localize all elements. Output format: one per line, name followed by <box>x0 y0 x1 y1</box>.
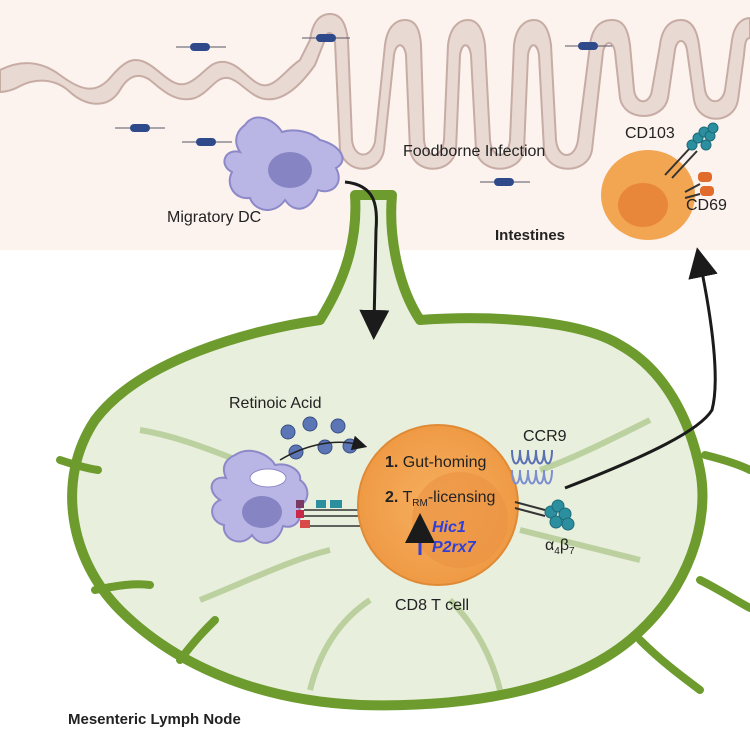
retinoic-acid-label: Retinoic Acid <box>229 395 322 412</box>
dc-migration-arrow <box>344 180 390 340</box>
alpha-symbol: α <box>545 537 555 554</box>
ccr9-label: CCR9 <box>523 428 567 445</box>
migratory-dc-cell <box>223 116 344 211</box>
cd8-t-cell-label: CD8 T cell <box>395 597 470 614</box>
bacterium <box>115 124 165 132</box>
bacterium <box>302 34 350 42</box>
ccr9-receptor <box>511 449 553 485</box>
step-1-text: Gut-homing <box>402 454 487 471</box>
step-1-number: 1. <box>385 454 399 471</box>
cd69-label: CD69 <box>686 197 727 214</box>
step-2-t: T <box>402 489 413 506</box>
mesenteric-lymph-node-label: Mesenteric Lymph Node <box>68 711 241 728</box>
lymph-node-dc-cell <box>210 449 309 544</box>
cd103-receptor <box>664 122 719 179</box>
gene-p2rx7: P2rx7 <box>432 539 476 556</box>
a4b7-integrin <box>514 499 575 531</box>
step-2-sub: RM <box>412 498 428 510</box>
step-2-label: 2. TRM-licensing <box>385 490 495 509</box>
beta-sub: 7 <box>569 546 575 558</box>
bacteria-group <box>115 34 612 186</box>
bacterium <box>480 178 530 186</box>
alpha-sub: 4 <box>554 546 560 558</box>
cd103-label: CD103 <box>625 125 675 142</box>
beta-symbol: β <box>559 537 570 554</box>
migratory-dc-label: Migratory DC <box>167 209 262 226</box>
step-2-number: 2. <box>385 489 399 506</box>
cd8-t-cell <box>357 424 519 586</box>
retinoic-acid-arrow <box>279 435 368 461</box>
cd69-receptor <box>684 172 714 199</box>
gut-trm-cell <box>601 150 695 240</box>
afferent-vessels <box>56 451 750 694</box>
step-1-label: 1. Gut-homing <box>385 455 486 471</box>
foodborne-infection-label: Foodborne Infection <box>403 143 546 160</box>
step-2-rest: -licensing <box>427 489 496 506</box>
bacterium <box>182 138 232 146</box>
intestines-label: Intestines <box>495 227 566 244</box>
bacterium <box>176 43 226 51</box>
gene-hic1: Hic1 <box>432 519 466 536</box>
bacterium <box>565 42 612 50</box>
tcell-homing-arrow <box>564 247 718 490</box>
a4b7-label: α4β7 <box>545 538 575 557</box>
